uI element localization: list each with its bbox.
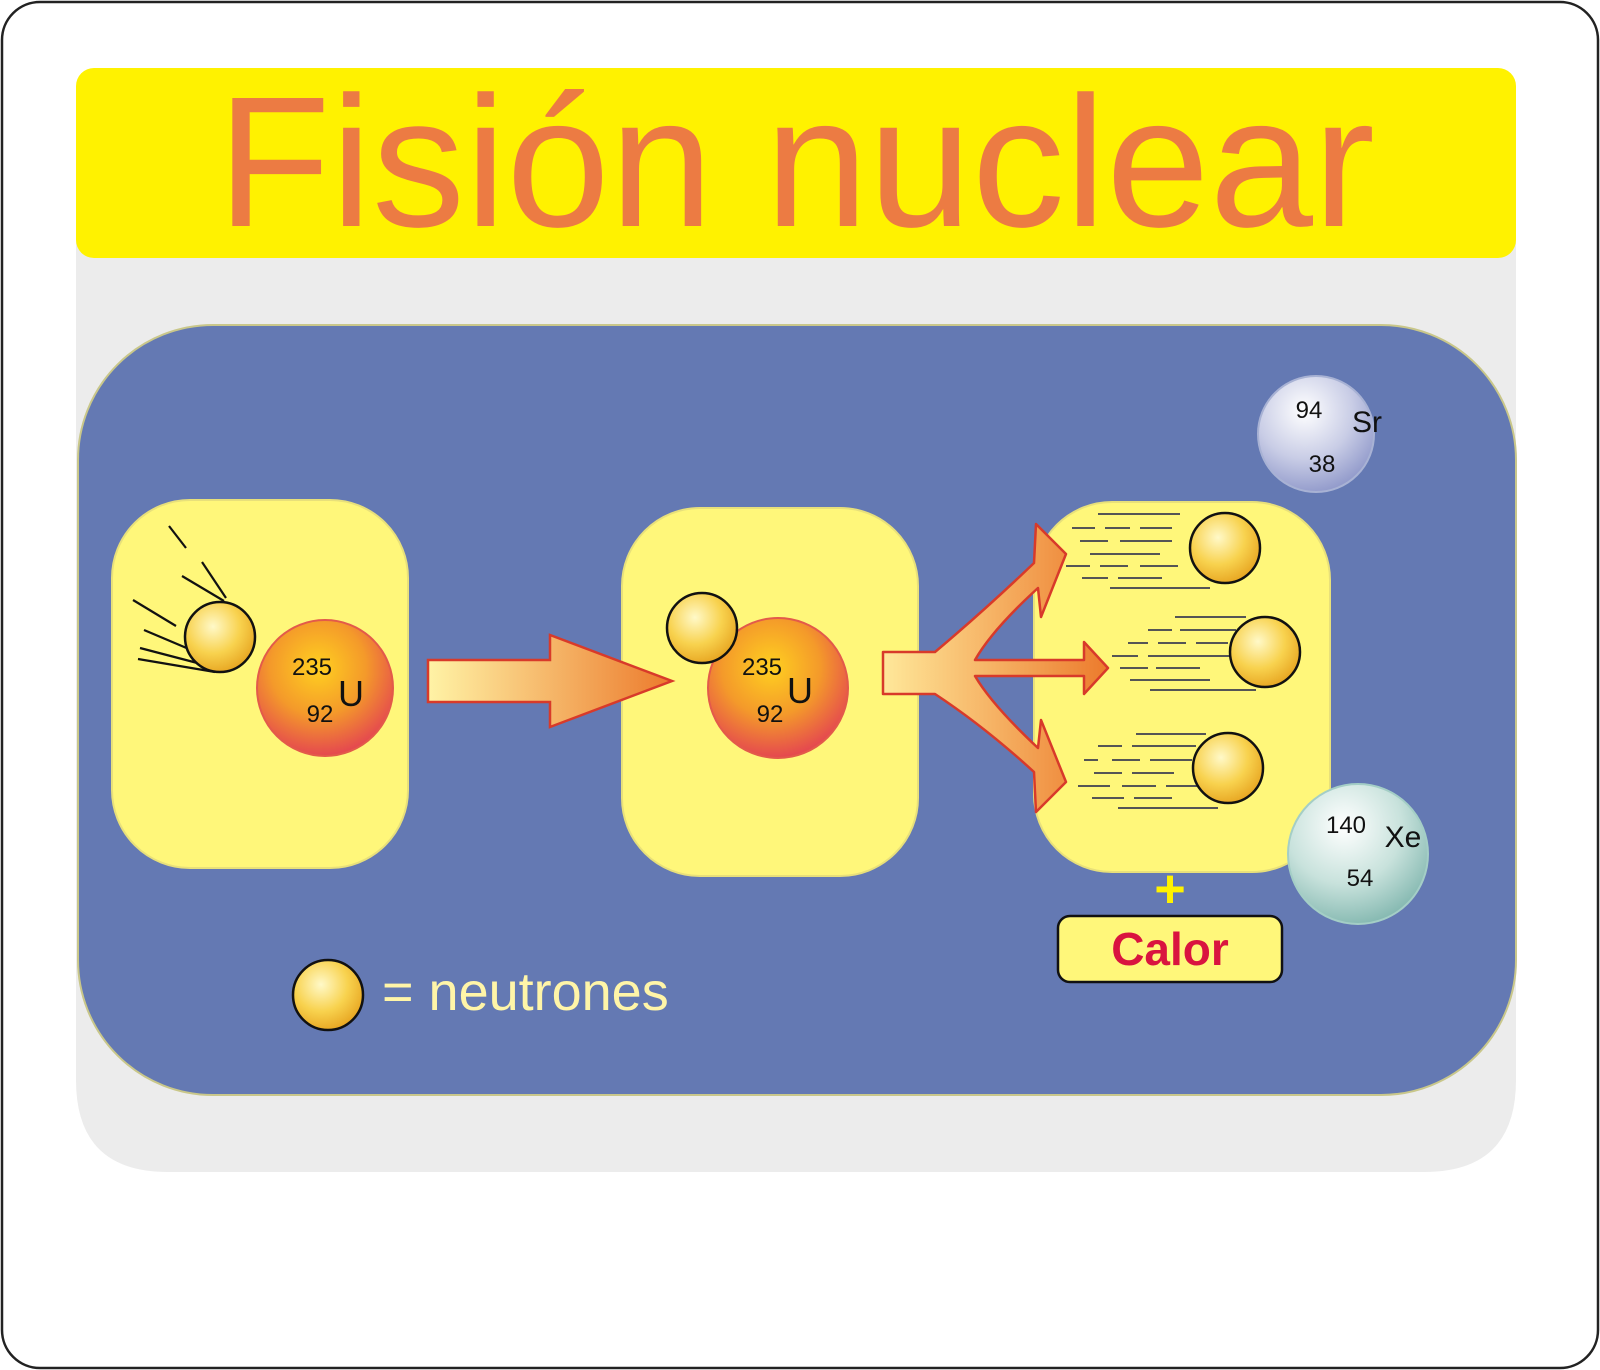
- legend-neutron-icon: [291, 958, 365, 1032]
- stage3-box: [1033, 501, 1331, 873]
- splitting-arrow: [881, 522, 1110, 814]
- absorbed-neutron: [665, 591, 739, 665]
- strontium-symbol: Sr: [1352, 406, 1382, 439]
- uranium-2-symbol: U: [787, 670, 813, 711]
- xenon-nucleus: [1287, 783, 1429, 925]
- page-title: Fisión nuclear: [217, 59, 1375, 266]
- heat-label-box: [1056, 914, 1284, 984]
- xenon-mass: 140: [1326, 812, 1366, 839]
- heat-label: Calor: [1111, 923, 1229, 975]
- released-neutron-bottom: [1191, 731, 1265, 805]
- incoming-neutron: [183, 600, 257, 674]
- uranium-nucleus-1: [256, 619, 394, 757]
- title-banner: [76, 68, 1516, 258]
- xenon-atomic: 54: [1347, 865, 1374, 892]
- uranium-2-mass: 235: [742, 654, 782, 681]
- xenon-symbol: Xe: [1385, 821, 1422, 854]
- uranium-1-symbol: U: [338, 673, 364, 714]
- released-neutron-top: [1188, 511, 1262, 585]
- strontium-atomic: 38: [1309, 451, 1336, 478]
- reaction-arrow: [426, 633, 676, 729]
- strontium-nucleus: [1257, 375, 1375, 493]
- uranium-1-atomic: 92: [307, 701, 334, 728]
- strontium-mass: 94: [1296, 397, 1323, 424]
- released-neutron-middle: [1228, 615, 1302, 689]
- plus-sign: +: [1154, 859, 1186, 919]
- uranium-nucleus-2: [707, 617, 849, 759]
- uranium-2-atomic: 92: [757, 701, 784, 728]
- speed-lines: [1066, 513, 1256, 809]
- uranium-1-mass: 235: [292, 654, 332, 681]
- legend-text: = neutrones: [382, 962, 669, 1022]
